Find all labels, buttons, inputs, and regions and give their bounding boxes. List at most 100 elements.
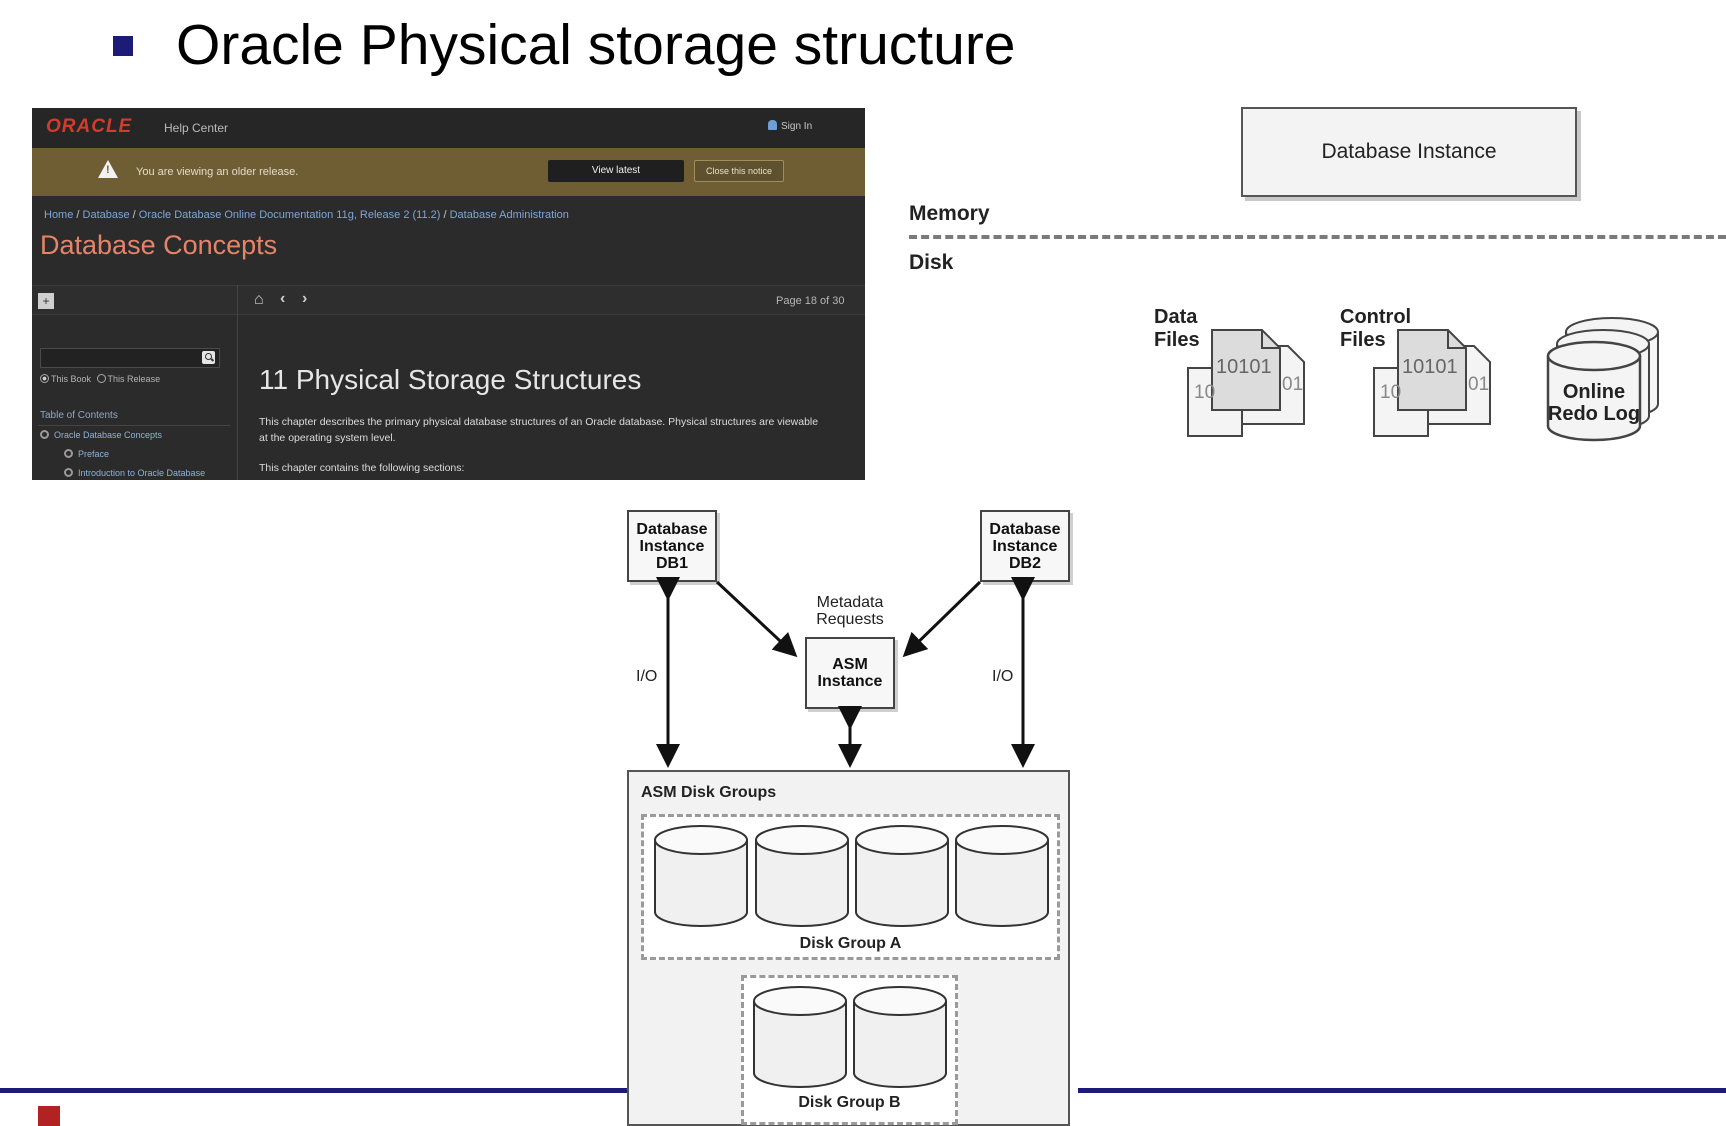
metadata-requests-label: Metadata Requests (800, 594, 900, 628)
data-files-icon: 10 01 10101 (1187, 329, 1305, 437)
search-icon[interactable] (202, 351, 215, 364)
home-icon[interactable]: ⌂ (254, 291, 264, 308)
oracle-help-center-screenshot: ORACLE Help Center Sign In You are viewi… (32, 108, 865, 480)
page-indicator: Page 18 of 30 (776, 295, 845, 307)
database-instance-db2-box: Database Instance DB2 (980, 510, 1070, 582)
disk-label: Disk (909, 251, 954, 274)
db1-metadata-arrow (715, 580, 798, 658)
chevron-left-icon[interactable]: ‹ (280, 290, 286, 307)
toc-item-label: Introduction to Oracle Database (78, 468, 206, 478)
database-instance-box: Database Instance (1241, 107, 1577, 197)
breadcrumb-documentation[interactable]: Oracle Database Online Documentation 11g… (138, 209, 441, 221)
db2-label-line: Instance (992, 538, 1058, 555)
control-files-code-front: 10101 (1402, 356, 1458, 378)
toc-heading: Table of Contents (40, 410, 118, 421)
control-files-code-back-left: 10 (1380, 382, 1401, 403)
data-files-label-line: Data (1154, 306, 1198, 328)
radio-this-release[interactable] (96, 374, 106, 383)
toc-item-label: Oracle Database Concepts (54, 430, 163, 440)
disk-group-a: Disk Group A (641, 814, 1060, 960)
notice-text: You are viewing an older release. (136, 166, 299, 178)
redo-log-label-line1: Online (1563, 381, 1625, 403)
breadcrumb-administration[interactable]: Database Administration (449, 209, 569, 221)
toc-item[interactable]: Preface (64, 449, 109, 459)
data-files-label-line: Files (1154, 329, 1200, 351)
asm-instance-label-line: Instance (817, 673, 883, 690)
search-scope: This Book This Release (40, 374, 160, 384)
asm-disk-groups-box: ASM Disk Groups Disk Group A Disk Group … (627, 770, 1070, 1126)
chevron-right-icon[interactable]: › (302, 290, 308, 307)
doc-toolbar: + ⌂ ‹ › Page 18 of 30 (32, 285, 865, 315)
asm-disk-groups-label: ASM Disk Groups (641, 784, 777, 801)
toc-divider (38, 425, 230, 426)
slide-title: Oracle Physical storage structure (176, 13, 1016, 77)
gear-icon (64, 468, 73, 477)
disk-group-b-label: Disk Group B (798, 1094, 901, 1111)
chapter-sections-text: This chapter contains the following sect… (259, 462, 465, 474)
control-files-label-line: Files (1340, 329, 1386, 351)
search-input[interactable] (40, 348, 220, 368)
radio-this-release-label: This Release (107, 374, 161, 384)
sidebar-divider (237, 285, 238, 480)
db2-label-line: Database (989, 521, 1061, 538)
data-files-label: Data Files (1154, 306, 1200, 352)
disk-cylinder (853, 986, 947, 1088)
data-files-code-front: 10101 (1216, 356, 1272, 378)
online-redo-log-icon: Online Redo Log (1546, 317, 1659, 442)
gear-icon (40, 430, 49, 439)
control-files-label-line: Control (1340, 306, 1412, 328)
db1-label-line: Instance (639, 538, 705, 555)
db1-label-line: DB1 (655, 555, 688, 572)
memory-disk-divider (909, 235, 1726, 239)
footer-logo-icon (38, 1106, 60, 1126)
radio-this-book[interactable] (40, 374, 49, 383)
warning-icon (98, 160, 118, 178)
breadcrumb: Home / Database / Oracle Database Online… (44, 209, 569, 221)
disk-cylinder (755, 825, 849, 927)
chapter-title: 11 Physical Storage Structures (259, 364, 642, 395)
close-notice-button[interactable]: Close this notice (694, 160, 784, 182)
data-files-code-back-left: 10 (1194, 382, 1215, 403)
gear-icon (64, 449, 73, 458)
control-files-icon: 10 01 10101 (1373, 329, 1491, 437)
help-center-label: Help Center (164, 121, 229, 135)
sign-in-label: Sign In (781, 121, 813, 132)
redo-log-label-line2: Redo Log (1548, 403, 1640, 425)
disk-cylinder (955, 825, 1049, 927)
view-latest-button[interactable]: View latest (548, 160, 684, 182)
radio-this-book-label: This Book (51, 374, 92, 384)
disk-cylinder (753, 986, 847, 1088)
toc-item-label: Preface (78, 449, 110, 459)
toc-item[interactable]: Oracle Database Concepts (40, 430, 162, 440)
disk-group-a-label: Disk Group A (799, 935, 902, 952)
chapter-intro: This chapter describes the primary physi… (259, 416, 819, 444)
metadata-label-line: Metadata (816, 594, 884, 611)
user-icon (768, 120, 777, 130)
db1-label-line: Database (636, 521, 708, 538)
sidebar-toggle-button[interactable]: + (38, 293, 54, 309)
disk-group-b: Disk Group B (741, 975, 958, 1125)
sign-in-link[interactable]: Sign In (768, 120, 812, 132)
disk-cylinder (855, 825, 949, 927)
io-label-right: I/O (992, 668, 1014, 685)
oracle-logo: ORACLE (46, 116, 133, 137)
db2-label-line: DB2 (1008, 555, 1041, 572)
breadcrumb-database[interactable]: Database (82, 209, 130, 221)
memory-label: Memory (909, 202, 990, 225)
older-release-notice: You are viewing an older release. View l… (32, 148, 865, 196)
toc-item[interactable]: Introduction to Oracle Database (64, 468, 205, 478)
asm-instance-label-line: ASM (832, 656, 868, 673)
title-bullet (113, 36, 133, 56)
disk-cylinder (654, 825, 748, 927)
footer-rule-left (0, 1088, 627, 1093)
database-instance-db1-box: Database Instance DB1 (627, 510, 717, 582)
breadcrumb-home[interactable]: Home (44, 209, 74, 221)
db2-metadata-arrow (902, 580, 982, 658)
data-files-code-back-right: 01 (1282, 374, 1303, 395)
book-title: Database Concepts (40, 230, 278, 260)
footer-rule-right (1078, 1088, 1726, 1093)
metadata-label-line: Requests (816, 611, 884, 628)
io-label-left: I/O (636, 668, 658, 685)
control-files-code-back-right: 01 (1468, 374, 1489, 395)
